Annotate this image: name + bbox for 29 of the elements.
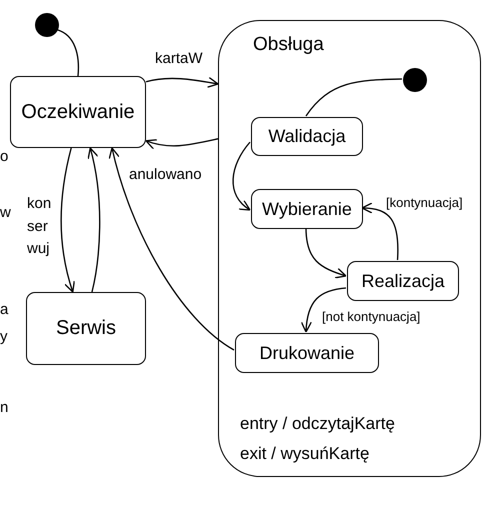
state-box: Oczekiwanie [10, 76, 146, 148]
text-fragment: o [0, 148, 8, 165]
state-box: Serwis [26, 292, 146, 365]
text-fragment: w [0, 204, 11, 221]
transition-arrow [87, 147, 100, 292]
edge-label: [not kontynuacja] [322, 309, 420, 325]
state-action: entry / odczytajKartę [240, 414, 395, 434]
transition-arrow [146, 76, 219, 88]
transition-arrow [108, 147, 234, 351]
state-box: Drukowanie [235, 333, 379, 373]
edge-label: kon ser wuj [27, 194, 52, 259]
state-box: Realizacja [347, 261, 459, 301]
text-fragment: n [0, 399, 8, 416]
state-box: Walidacja [251, 117, 363, 156]
composite-state [218, 20, 481, 477]
state-title: Obsługa [253, 34, 324, 56]
transition-arrow [301, 287, 346, 333]
state-box: Wybieranie [251, 189, 363, 229]
transition-arrow [305, 228, 347, 278]
initial-state-dot [35, 13, 59, 37]
transition-arrow [232, 142, 251, 211]
text-fragment: y [0, 328, 8, 345]
state-action: exit / wysuńKartę [240, 444, 370, 464]
transition-arrow [60, 148, 76, 293]
initial-state-dot [403, 68, 427, 92]
transition-arrow [145, 138, 218, 150]
transition-arrow [361, 202, 398, 260]
edge-label: [kontynuacja] [386, 195, 463, 211]
text-fragment: a [0, 301, 8, 318]
